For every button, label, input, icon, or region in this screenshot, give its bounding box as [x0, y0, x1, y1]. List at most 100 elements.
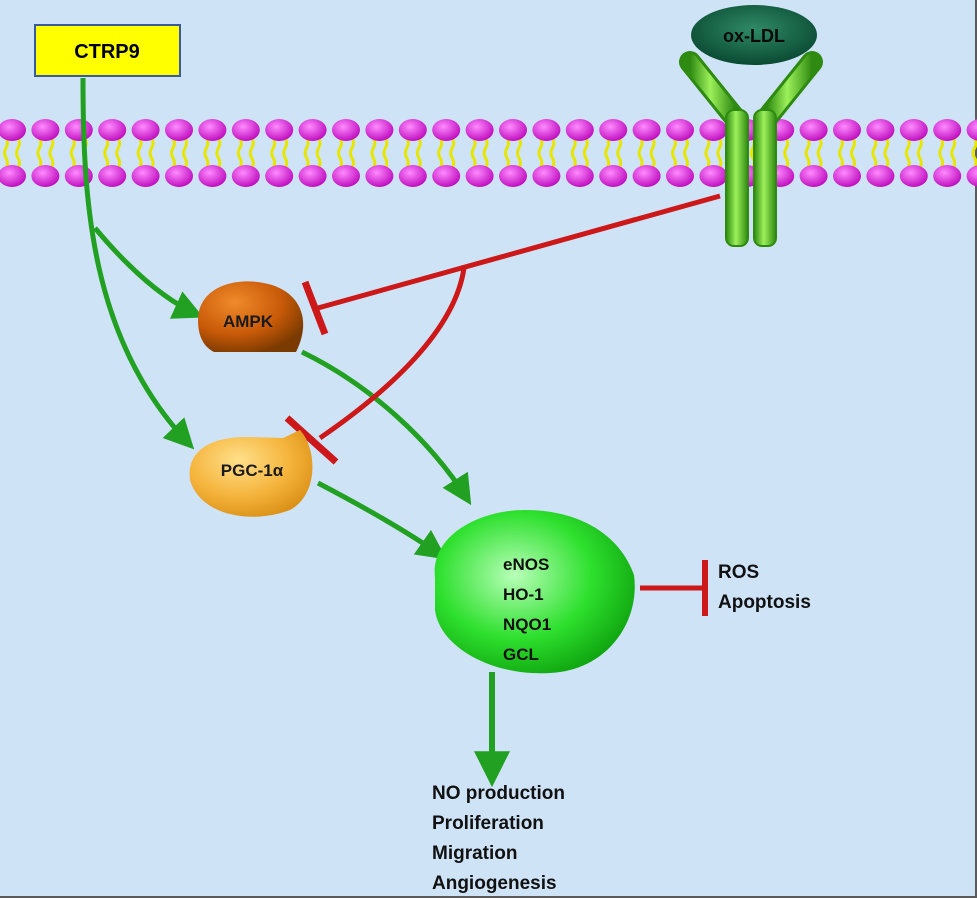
- outcome-angiogenesis: Angiogenesis: [432, 873, 557, 894]
- arrow-pgc-to-targets: [316, 480, 447, 560]
- ox-ldl-node: ox-LDL: [691, 5, 817, 65]
- lipid-tail: [15, 137, 21, 169]
- lipid-tail: [203, 137, 210, 169]
- lipid-tail: [148, 137, 155, 169]
- lipid-head: [632, 119, 661, 141]
- lipid-tail: [48, 137, 55, 169]
- lipid-tail: [504, 137, 510, 169]
- lipid-head: [599, 119, 628, 141]
- lipid-tail: [303, 137, 310, 169]
- lipid-head: [398, 165, 427, 187]
- lipid-tail: [916, 137, 923, 169]
- inhibition-targets-to-ros: [640, 560, 708, 616]
- lipid-head: [131, 165, 160, 187]
- lipid-head: [165, 165, 193, 187]
- lipid-tail: [36, 137, 43, 169]
- lipid-tail: [248, 137, 255, 169]
- outcome-proliferation: Proliferation: [432, 813, 544, 834]
- lipid-tail: [170, 137, 176, 169]
- lipid-head: [0, 165, 26, 187]
- lipid-tail: [182, 137, 188, 169]
- lipid-head: [64, 119, 93, 141]
- lipid-tail: [938, 137, 945, 169]
- lipid-tail: [437, 137, 444, 169]
- outcome-migration: Migration: [432, 843, 518, 864]
- lipid-head: [499, 165, 527, 187]
- lipid-tail: [215, 137, 222, 169]
- lipid-head: [565, 119, 594, 141]
- lipid-head: [565, 165, 594, 187]
- lipid-head: [933, 119, 962, 141]
- ox-ldl-label: ox-LDL: [723, 26, 785, 46]
- lipid-head: [532, 119, 561, 141]
- lipid-head: [31, 119, 60, 141]
- lipid-tail: [570, 137, 577, 169]
- lipid-tail: [604, 137, 611, 169]
- inhibition-oxldl: [284, 193, 721, 465]
- lipid-tail: [971, 137, 977, 169]
- lipid-tail: [516, 137, 522, 169]
- lipid-tail: [449, 137, 456, 169]
- lipid-tail: [704, 137, 711, 169]
- lipid-head: [432, 119, 461, 141]
- lipid-tail: [403, 137, 410, 169]
- lipid-head: [365, 165, 394, 187]
- lipid-head: [231, 165, 260, 187]
- lipid-tail: [470, 137, 477, 169]
- lipid-head: [198, 165, 227, 187]
- lipid-tail: [482, 137, 489, 169]
- lipid-head: [699, 119, 728, 141]
- lipid-head: [532, 165, 561, 187]
- lipid-tail: [804, 137, 811, 169]
- lipid-head: [98, 119, 127, 141]
- lipid-head: [198, 119, 227, 141]
- lipid-head: [899, 119, 928, 141]
- lipid-head: [699, 165, 728, 187]
- output-ros: ROS: [718, 562, 759, 583]
- ctrp9-node: CTRP9: [34, 24, 181, 77]
- lipid-head: [833, 119, 861, 141]
- lipid-head: [966, 119, 977, 141]
- lipid-head: [165, 119, 193, 141]
- lipid-tail: [349, 137, 355, 169]
- lipid-head: [966, 165, 977, 187]
- lipid-head: [0, 119, 26, 141]
- lipid-head: [432, 165, 461, 187]
- output-apoptosis: Apoptosis: [718, 592, 811, 613]
- lipid-head: [131, 119, 160, 141]
- lipid-head: [866, 165, 895, 187]
- lipid-head: [332, 119, 360, 141]
- lipid-tail: [816, 137, 823, 169]
- ampk-label: AMPK: [223, 312, 274, 331]
- target-gcl: GCL: [503, 645, 539, 664]
- lipid-head: [465, 165, 494, 187]
- target-ho1: HO-1: [503, 585, 544, 604]
- lipid-head: [365, 119, 394, 141]
- lipid-head: [265, 119, 294, 141]
- lipid-head: [398, 119, 427, 141]
- lipid-tail: [315, 137, 322, 169]
- lipid-head: [231, 119, 260, 141]
- arrow-ampk-to-targets: [300, 349, 472, 506]
- lipid-head: [31, 165, 60, 187]
- lipid-tail: [382, 137, 389, 169]
- arrow-ctrp9-to-ampk: [93, 226, 204, 319]
- lipid-tail: [616, 137, 623, 169]
- lipid-head: [933, 165, 962, 187]
- lipid-tail: [950, 137, 957, 169]
- target-nqo1: NQO1: [503, 615, 551, 634]
- lipid-tail: [716, 137, 723, 169]
- lipid-head: [465, 119, 494, 141]
- lipid-tail: [270, 137, 277, 169]
- lipid-head: [899, 165, 928, 187]
- pgc-label: PGC-1α: [221, 461, 284, 480]
- lipid-head: [298, 165, 327, 187]
- lipid-head: [666, 165, 694, 187]
- lipid-tail: [3, 137, 9, 169]
- lipid-tail: [582, 137, 589, 169]
- target-enos: eNOS: [503, 555, 549, 574]
- lipid-tail: [236, 137, 243, 169]
- lipid-tail: [103, 137, 110, 169]
- lipid-tail: [415, 137, 422, 169]
